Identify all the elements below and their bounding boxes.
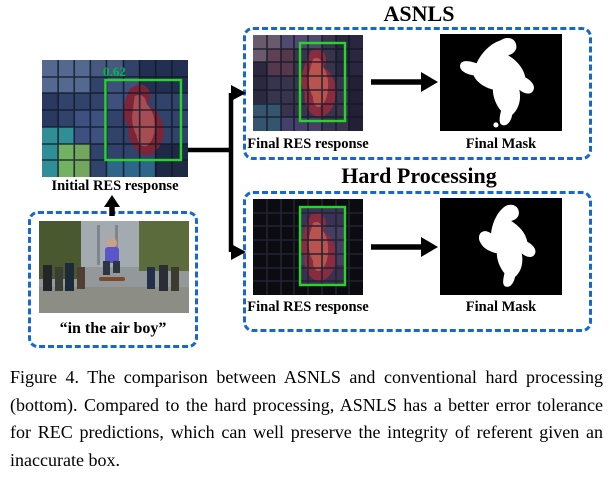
initial-res-label: Initial RES response xyxy=(51,178,179,194)
confidence-score: 0.62 xyxy=(103,64,126,79)
mask-silhouette xyxy=(478,204,536,287)
bounding-box xyxy=(298,205,347,287)
initial-res-response-image: 0.62 xyxy=(42,60,188,177)
heatmap-hard xyxy=(253,199,363,295)
mask-silhouette xyxy=(460,38,534,126)
boy-head xyxy=(107,238,117,248)
asnls-res-label: Final RES response xyxy=(247,136,369,152)
heatmap-asnls xyxy=(253,35,363,131)
hard-processing-panel xyxy=(243,191,592,332)
bounding-box xyxy=(104,78,183,162)
hard-mask-label: Final Mask xyxy=(465,299,537,315)
query-panel: “in the air boy” xyxy=(28,211,198,348)
asnls-mask-label: Final Mask xyxy=(465,136,537,152)
mask-hard xyxy=(440,198,562,295)
figure-caption: Figure 4. The comparison between ASNLS a… xyxy=(10,367,603,470)
query-photo xyxy=(39,221,189,313)
asnls-final-mask-image xyxy=(440,34,562,131)
street-scene-photo xyxy=(39,221,189,313)
hard-final-mask-image xyxy=(440,198,562,295)
heatmap-initial: 0.62 xyxy=(42,60,188,177)
hard-res-label: Final RES response xyxy=(247,299,369,315)
mask-asnls xyxy=(440,34,562,131)
query-text: “in the air boy” xyxy=(59,320,167,337)
hard-processing-title: Hard Processing xyxy=(341,163,497,188)
bounding-box xyxy=(298,41,347,123)
hard-final-res-image xyxy=(253,199,363,295)
skateboard xyxy=(99,277,125,281)
asnls-title: ASNLS xyxy=(383,1,455,26)
boy-shirt xyxy=(105,247,119,263)
asnls-final-res-image xyxy=(253,35,363,131)
